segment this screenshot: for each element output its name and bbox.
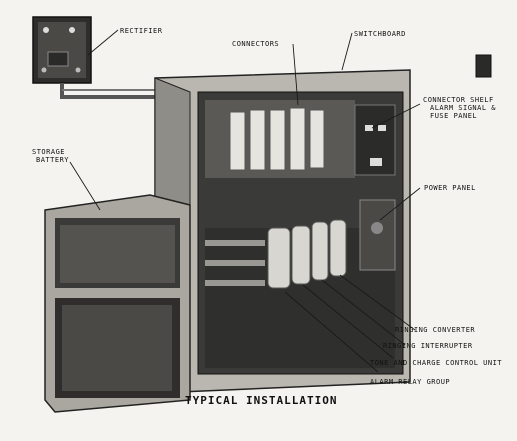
label-connectors: CONNECTORS (232, 40, 280, 48)
label-power-panel: POWER PANEL (424, 184, 476, 192)
label-alarm-panel-1: ALARM SIGNAL & (430, 104, 497, 112)
storage-battery-cabinet (44, 194, 191, 413)
label-alarm-relay: ALARM RELAY GROUP (370, 378, 451, 386)
switchboard-cabinet (154, 69, 411, 393)
label-storage-2: BATTERY (36, 156, 70, 164)
wall-switch (475, 54, 492, 78)
leader-lines (69, 29, 421, 373)
label-alarm-panel-2: FUSE PANEL (430, 112, 478, 120)
label-tone-charge: TONE AND CHARGE CONTROL UNIT (370, 359, 503, 367)
label-storage-1: STORAGE (32, 148, 66, 156)
label-switchboard: SWITCHBOARD (354, 30, 406, 38)
label-rectifier: RECTIFIER (120, 27, 163, 35)
caption: TYPICAL INSTALLATION (185, 394, 338, 407)
label-ringing-converter: RINGING CONVERTER (395, 326, 476, 334)
label-ringing-interrupter: RINGING INTERRUPTER (383, 342, 473, 350)
label-connector-shelf: CONNECTOR SHELF (423, 96, 494, 104)
rectifier-unit (32, 16, 155, 99)
